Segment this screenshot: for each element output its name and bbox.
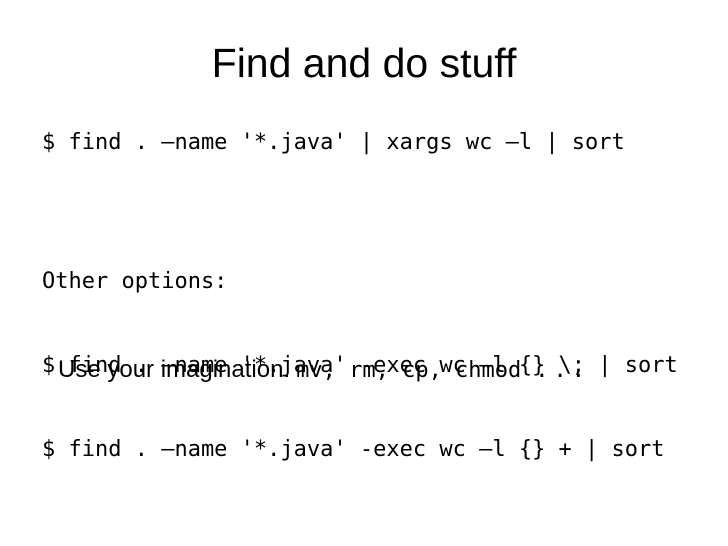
imagination-text: Use your imagination. [58, 356, 291, 383]
slide-title: Find and do stuff [211, 40, 517, 86]
code-line-find-exec-semicolon: $ find . –name '*.java' -exec wc –l {} \… [42, 353, 678, 378]
imagination-ellipsis: ... [535, 358, 591, 383]
imagination-commands: mv, rm, cp, chmod [296, 358, 522, 383]
code-line-find-exec-plus: $ find . –name '*.java' -exec wc –l {} +… [42, 437, 665, 462]
other-options-heading: Other options: [42, 269, 228, 294]
other-options-block: Other options: $ find . –name '*.java' -… [42, 212, 678, 520]
imagination-line: Use your imagination.mv, rm, cp, chmod..… [42, 338, 590, 402]
code-line-find-xargs: $ find . –name '*.java' | xargs wc –l | … [42, 130, 625, 155]
